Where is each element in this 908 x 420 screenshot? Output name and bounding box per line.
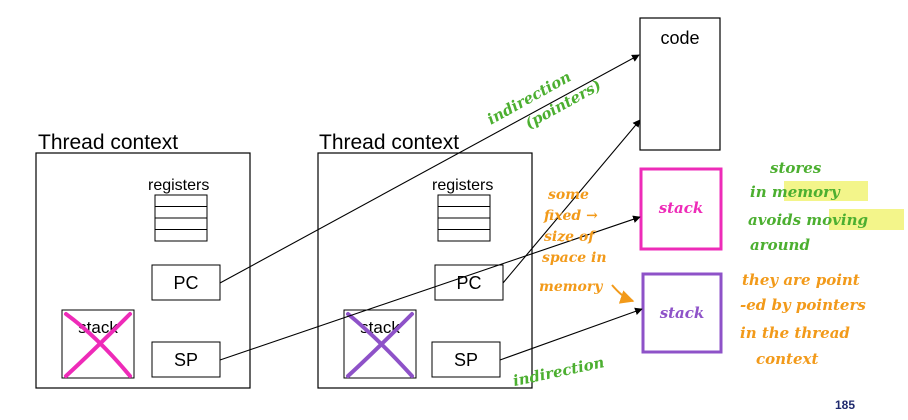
- svg-text:-ed by pointers: -ed by pointers: [740, 296, 866, 314]
- svg-text:around: around: [750, 236, 810, 254]
- left-sp-label: SP: [174, 350, 198, 370]
- left-thread-context: Thread context registers PC SP stack: [35, 131, 251, 389]
- left-registers-table: [154, 194, 208, 242]
- annotation-stores-in-memory: stores in memory avoids moving around: [748, 159, 904, 254]
- svg-text:fixed →: fixed →: [543, 208, 598, 224]
- left-pc-box: [151, 264, 221, 301]
- right-registers-table: [437, 194, 491, 242]
- left-thread-context-box: [35, 152, 251, 389]
- right-thread-context-box: [317, 152, 533, 389]
- arrow-left-sp-to-stack-top: [219, 215, 641, 361]
- page-number: 185: [835, 398, 855, 412]
- arrow-left-pc-to-code: [219, 54, 640, 284]
- code-label: code: [660, 28, 699, 48]
- annotation-indirection-bottom: indirection: [511, 353, 606, 390]
- annotation-some-fixed-size: some fixed → size of space in memory: [539, 187, 635, 304]
- right-sp-box: [431, 341, 501, 378]
- right-pc-label: PC: [456, 273, 481, 293]
- svg-text:size of: size of: [544, 229, 597, 245]
- annotation-indirection-pointers: indirection (pointers): [484, 68, 604, 133]
- code-box: [639, 17, 721, 151]
- left-thread-context-title: Thread context: [38, 131, 178, 154]
- svg-text:context: context: [756, 350, 818, 368]
- right-sp-label: SP: [454, 350, 478, 370]
- right-thread-context-title: Thread context: [319, 131, 459, 154]
- svg-text:memory: memory: [539, 279, 603, 295]
- left-pc-label: PC: [173, 273, 198, 293]
- annotation-they-are-pointed: they are point -ed by pointers in the th…: [740, 271, 866, 368]
- left-registers-label: registers: [148, 177, 209, 194]
- highlight-memory: [784, 181, 868, 201]
- highlight-moving: [829, 209, 904, 230]
- right-thread-context: Thread context registers PC SP stack: [317, 131, 533, 389]
- svg-text:space in: space in: [542, 250, 607, 266]
- svg-text:some: some: [548, 187, 589, 203]
- stack-memory-box-bottom: [641, 272, 723, 354]
- svg-text:in the thread: in the thread: [740, 324, 850, 342]
- arrow-right-pc-to-code: [502, 119, 641, 284]
- svg-text:stores: stores: [770, 159, 822, 177]
- svg-text:they are point: they are point: [742, 271, 860, 289]
- stack-memory-label-bottom: stack: [660, 304, 705, 322]
- stack-memory-box-top: [639, 167, 723, 251]
- svg-text:in memory: in memory: [750, 183, 841, 201]
- svg-text:avoids moving: avoids moving: [748, 211, 868, 229]
- svg-text:indirection: indirection: [511, 353, 606, 390]
- right-registers-label: registers: [432, 177, 493, 194]
- right-stack-cross-mark: [346, 312, 414, 378]
- arrow-right-sp-to-stack-bottom: [499, 307, 643, 361]
- stack-memory-label-top: stack: [659, 199, 704, 217]
- left-stack-cross-mark: [64, 312, 132, 378]
